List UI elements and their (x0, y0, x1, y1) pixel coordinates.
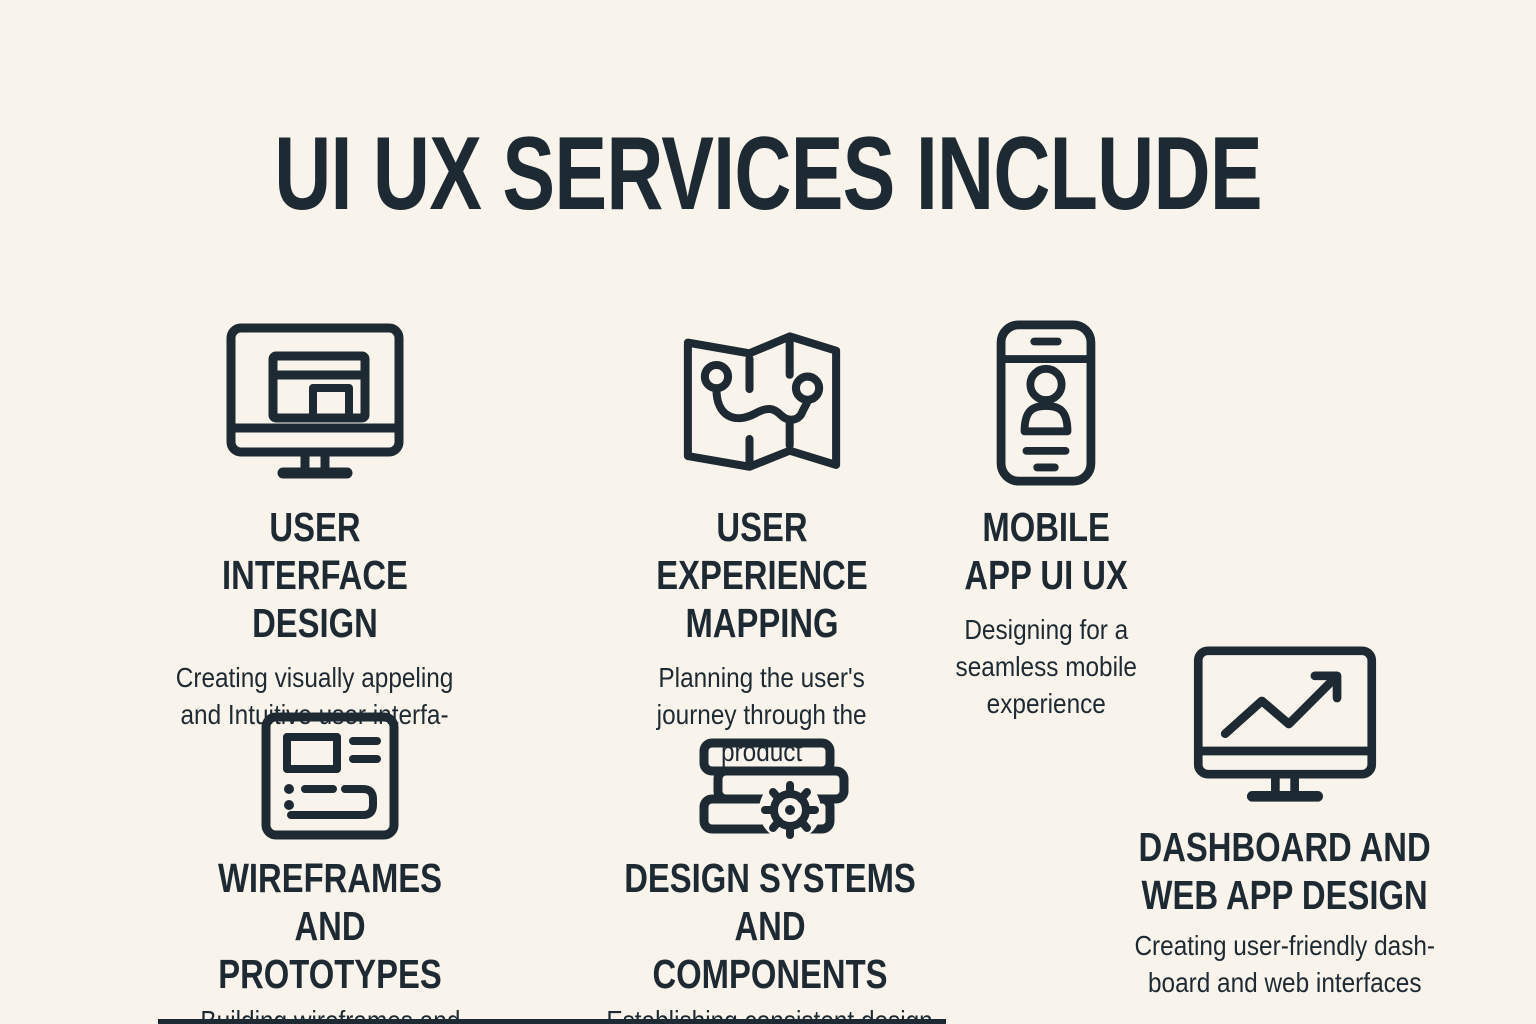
service-description: Creating user-friendly dash- board and w… (1134, 930, 1436, 998)
service-user-experience-mapping: USER EXPERIENCE MAPPING Planning the use… (582, 318, 942, 770)
service-mobile-app-ui-ux: MOBILE APP UI UX Designing for a seamles… (896, 318, 1196, 722)
service-title: WIREFRAMES AND PROTOTYPES (217, 855, 443, 997)
mobile-phone-user-icon (896, 318, 1196, 503)
service-wireframes-and-prototypes: WIREFRAMES AND PROTOTYPES Building wiref… (150, 712, 510, 1024)
service-title: MOBILE APP UI UX (964, 504, 1128, 598)
service-title: DESIGN SYSTEMS AND COMPONENTS (624, 855, 916, 997)
service-design-systems-and-components: DESIGN SYSTEMS AND COMPONENTS Establishi… (575, 712, 965, 1024)
service-dashboard-and-web-app-design: DASHBOARD AND WEB APP DESIGN Creating us… (1090, 645, 1480, 1001)
monitor-chart-icon (1090, 645, 1480, 823)
service-description: Designing for a seamless mobile experien… (955, 614, 1137, 719)
service-title: USER EXPERIENCE MAPPING (656, 504, 868, 646)
page-title: UI UX SERVICES INCLUDE (274, 116, 1262, 232)
bottom-cropped-divider (158, 1019, 946, 1024)
monitor-browser-icon (145, 318, 485, 503)
stacked-layers-gear-icon (575, 712, 965, 854)
service-title: DASHBOARD AND WEB APP DESIGN (1138, 824, 1432, 918)
service-description: Planning the user's journey through the … (657, 662, 867, 767)
map-route-icon (582, 318, 942, 503)
wireframe-layout-icon (150, 712, 510, 854)
service-title: USER INTERFACE DESIGN (222, 504, 408, 646)
service-user-interface-design: USER INTERFACE DESIGN Creating visually … (145, 318, 485, 733)
